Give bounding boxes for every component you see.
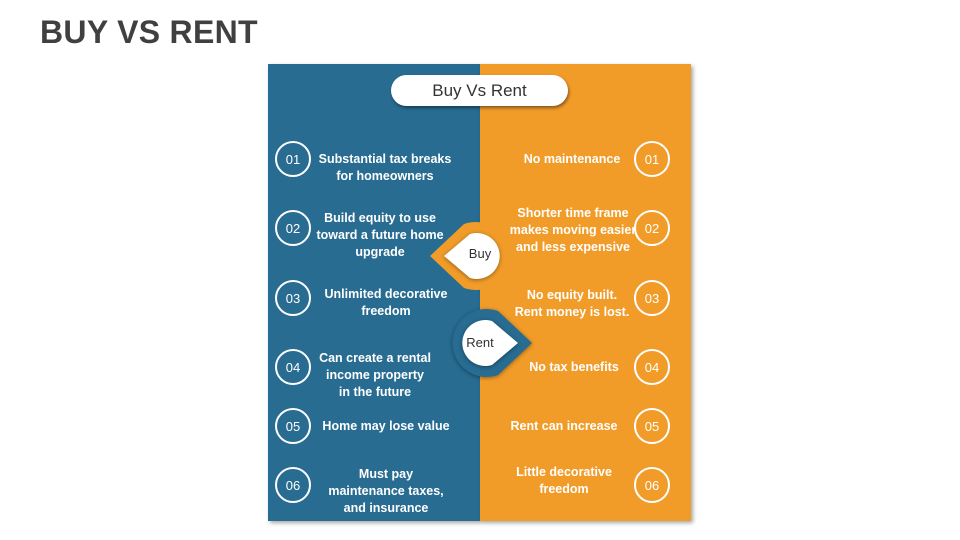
- rent-number-badge: 02: [634, 210, 670, 246]
- buy-number-badge: 02: [275, 210, 311, 246]
- buy-item-text: Substantial tax breaks for homeowners: [318, 152, 452, 183]
- rent-item-text: No tax benefits: [529, 360, 619, 374]
- buy-item-text: Build equity to use toward a future home…: [316, 211, 444, 259]
- rent-item-text: Little decorative freedom: [516, 465, 612, 496]
- buy-number-badge: 06: [275, 467, 311, 503]
- buy-number-badge: 01: [275, 141, 311, 177]
- buy-item-text: Must pay maintenance taxes, and insuranc…: [328, 467, 444, 515]
- rent-number-badge: 05: [634, 408, 670, 444]
- buy-number-badge: 03: [275, 280, 311, 316]
- rent-number-badge: 06: [634, 467, 670, 503]
- rent-item-text: Rent can increase: [510, 419, 618, 433]
- diagram-header: Buy Vs Rent: [391, 75, 568, 106]
- buy-item-text: Home may lose value: [322, 419, 450, 433]
- buy-item-text: Can create a rental income property in t…: [319, 351, 431, 399]
- rent-item-text: Shorter time frame makes moving easier a…: [509, 206, 637, 254]
- page-title: BUY VS RENT: [40, 14, 258, 50]
- buy-marker-icon: [430, 222, 510, 290]
- buy-number-badge: 04: [275, 349, 311, 385]
- buy-marker-label: Buy: [468, 246, 492, 261]
- rent-item-text: No equity built. Rent money is lost.: [514, 288, 630, 319]
- buy-number-badge: 05: [275, 408, 311, 444]
- rent-number-badge: 04: [634, 349, 670, 385]
- buy-item-text: Unlimited decorative freedom: [324, 287, 448, 318]
- rent-number-badge: 01: [634, 141, 670, 177]
- rent-marker-label: Rent: [466, 335, 494, 350]
- rent-marker-icon: [452, 309, 532, 377]
- rent-number-badge: 03: [634, 280, 670, 316]
- rent-item-text: No maintenance: [523, 152, 621, 166]
